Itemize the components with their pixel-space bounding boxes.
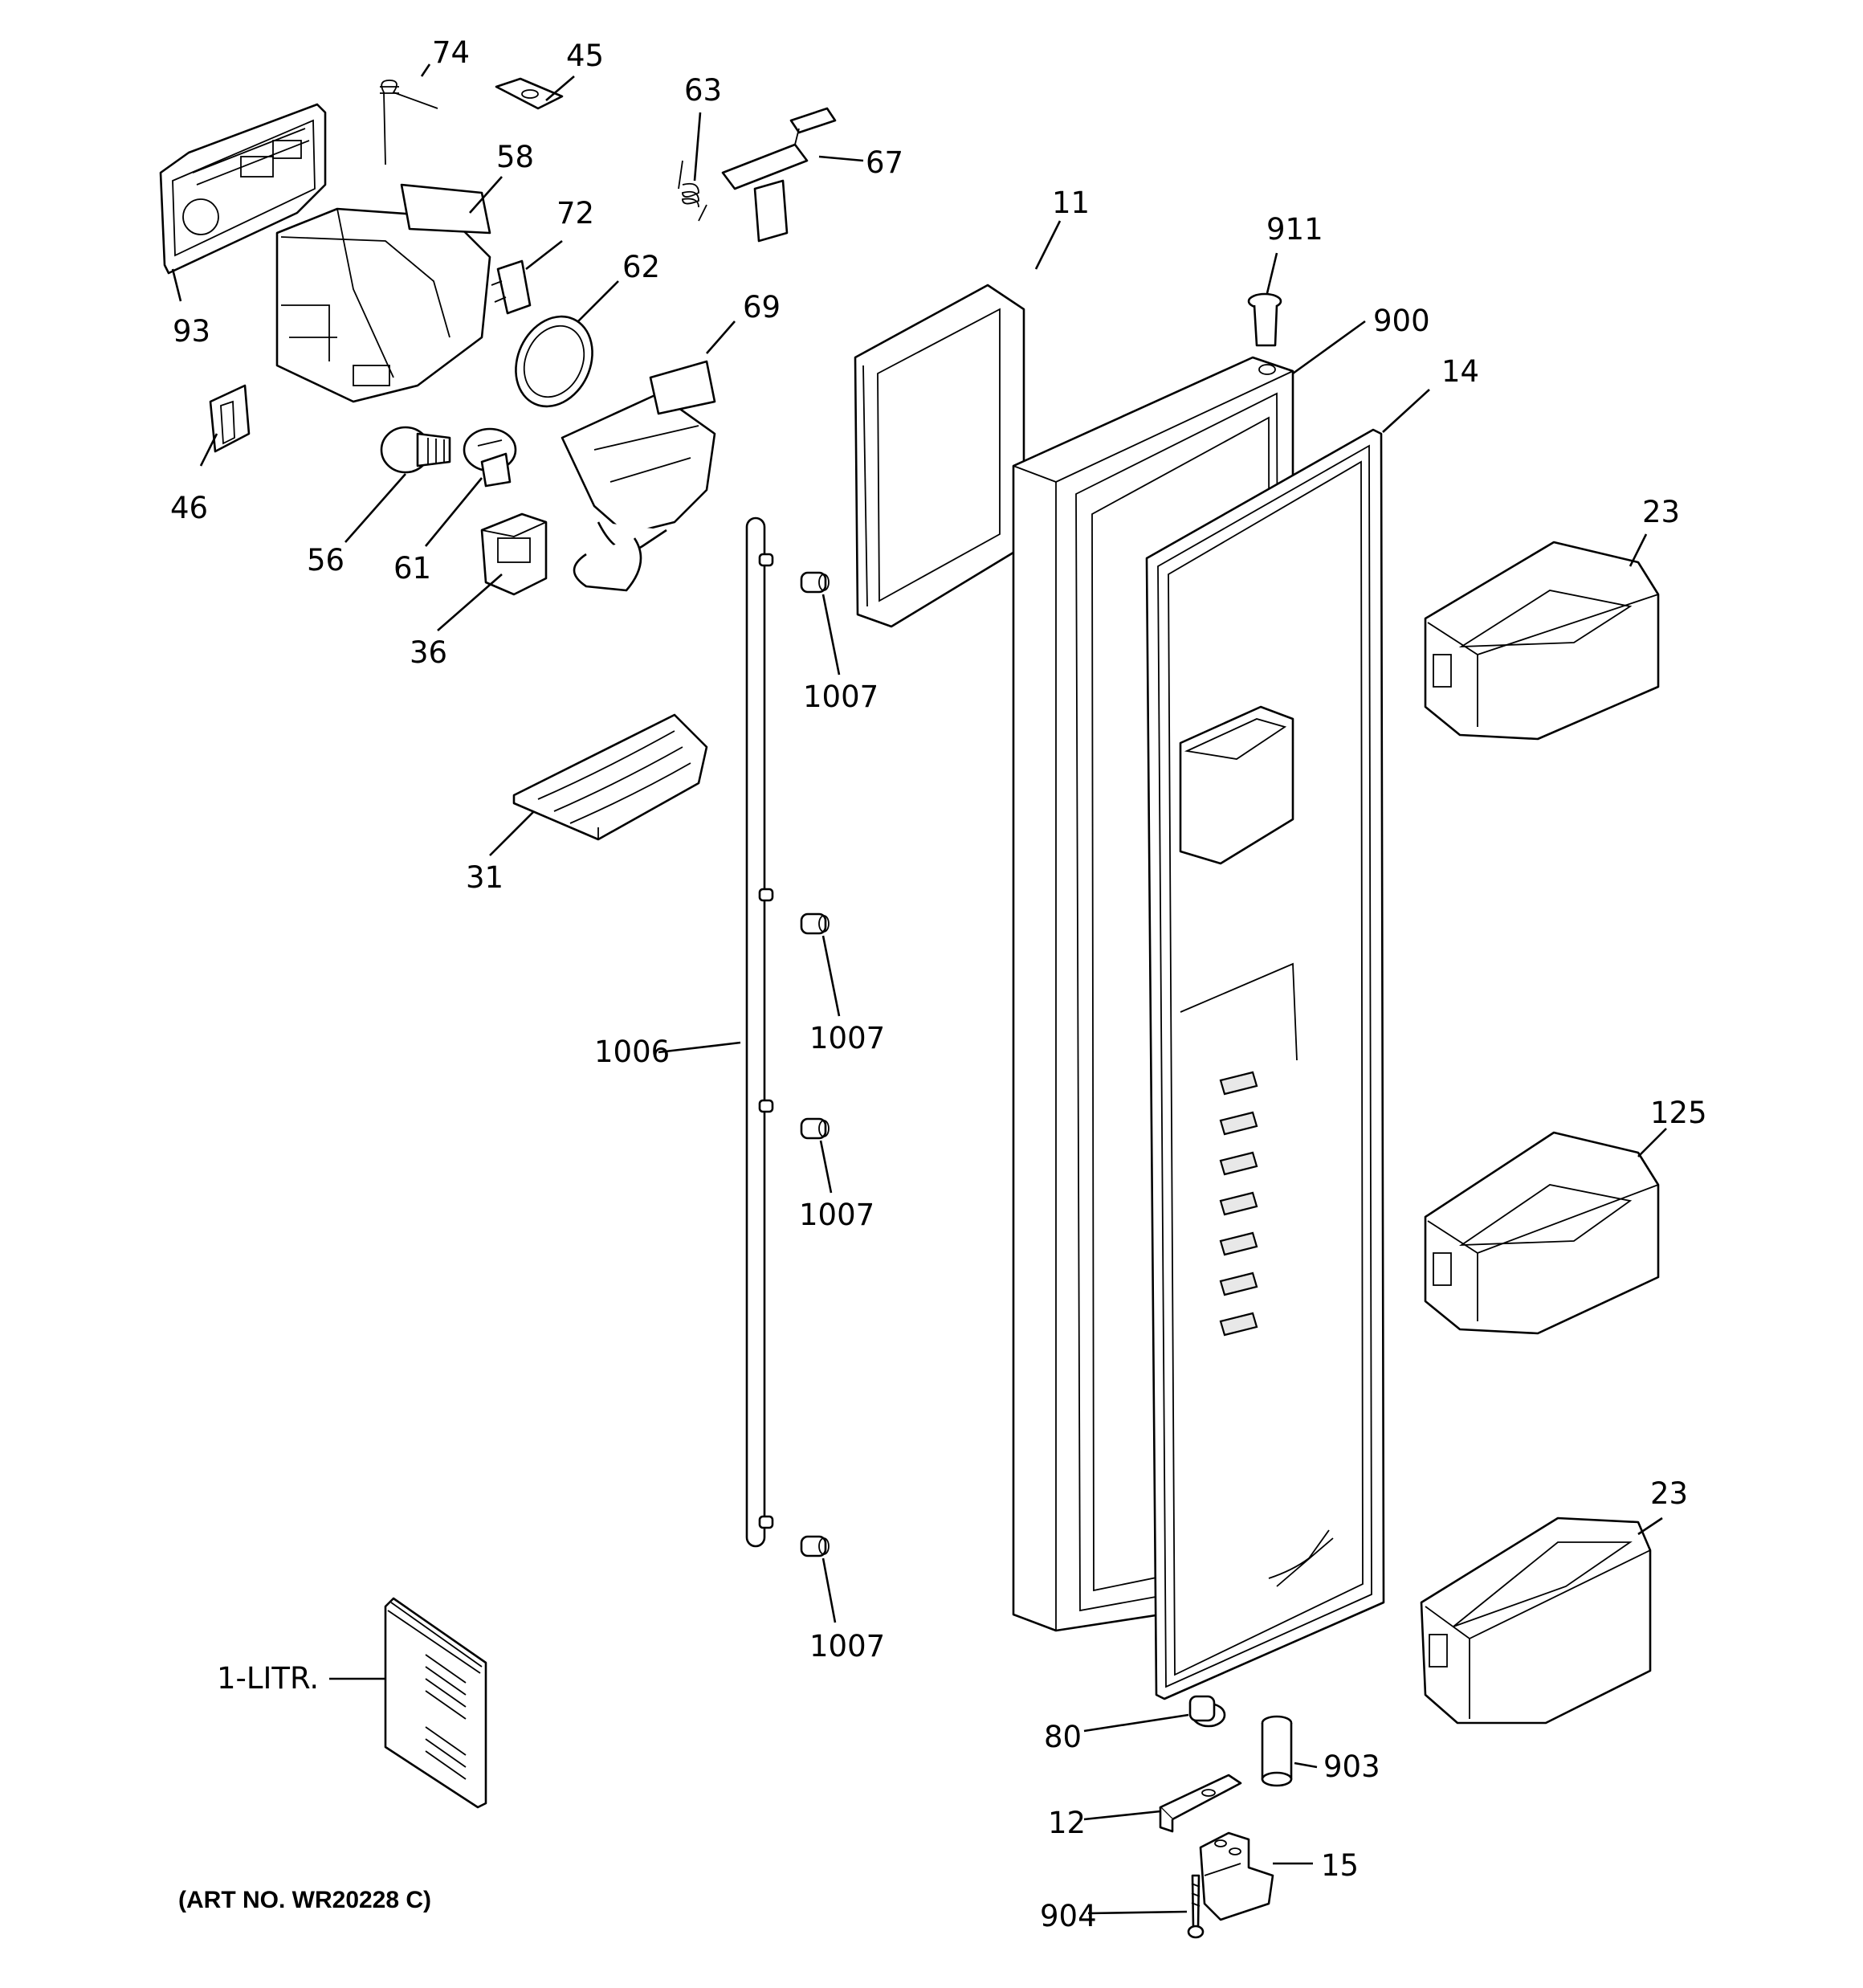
callout-14: 14 [1441,354,1479,389]
part-45-bracket [495,77,564,110]
callout-125: 125 [1650,1096,1707,1130]
part-67-lever [721,107,837,243]
callout-63: 63 [684,73,722,108]
part-15-hinge [1199,1831,1274,1921]
part-93-control-panel [159,103,327,275]
part-904-screw [1187,1874,1205,1939]
part-1006-handle [745,516,774,1548]
part-36-bracket [480,512,548,596]
part-74-spring [380,80,438,165]
part-1007-bushings [800,571,830,1557]
part-63-coil-spring [678,160,707,222]
part-125-bin-middle [1424,1131,1660,1335]
callout-23-bottom: 23 [1650,1476,1688,1511]
part-31-grille [512,713,708,841]
callout-1007-a: 1007 [803,680,879,714]
callout-911: 911 [1266,212,1323,247]
part-46-clip [209,384,251,453]
part-61-knob [463,427,517,488]
callout-904: 904 [1040,1899,1097,1933]
callout-31: 31 [466,860,503,895]
part-62-ring [515,315,593,408]
callout-46: 46 [170,491,208,525]
callout-45: 45 [566,39,604,73]
part-literature-booklet [384,1597,487,1809]
part-23-bin-top [1424,541,1660,741]
callout-61: 61 [393,551,431,586]
callout-11: 11 [1052,186,1090,220]
callout-58: 58 [496,140,534,174]
part-14-gasket [1145,428,1385,1700]
part-11-recess-frame [854,284,1025,628]
callout-80: 80 [1044,1720,1082,1754]
callout-62: 62 [622,250,660,284]
part-80-plug [1188,1695,1226,1728]
callout-1006: 1006 [594,1035,670,1069]
leader-lines [171,63,1667,1915]
callout-1007-c: 1007 [799,1198,874,1232]
callout-1-litr: 1-LITR. [217,1661,319,1696]
callout-93: 93 [173,314,210,349]
callout-69: 69 [743,290,781,325]
callout-903: 903 [1323,1749,1380,1784]
part-58-dispenser-housing [275,183,491,403]
part-72-switch [491,259,532,315]
callout-56: 56 [307,543,344,578]
callout-67: 67 [866,145,903,180]
callout-900: 900 [1373,304,1430,338]
part-56-plug [380,426,451,474]
callout-36: 36 [410,635,447,670]
part-23-bin-bottom [1420,1517,1652,1725]
part-69-funnel [561,360,716,592]
callout-23-top: 23 [1642,495,1680,529]
callout-labels: 74 45 63 67 58 72 62 69 93 46 56 61 36 1… [170,35,1707,1933]
part-903-pin [1261,1715,1293,1787]
callout-74: 74 [432,35,470,70]
callout-12: 12 [1048,1806,1086,1840]
callout-15: 15 [1321,1848,1359,1883]
part-911-cap [1247,292,1282,347]
callout-72: 72 [556,196,594,231]
art-number: (ART NO. WR20228 C) [178,1887,431,1913]
part-12-hinge-plate [1159,1774,1242,1833]
callout-1007-d: 1007 [809,1629,885,1663]
callout-1007-b: 1007 [809,1021,885,1055]
